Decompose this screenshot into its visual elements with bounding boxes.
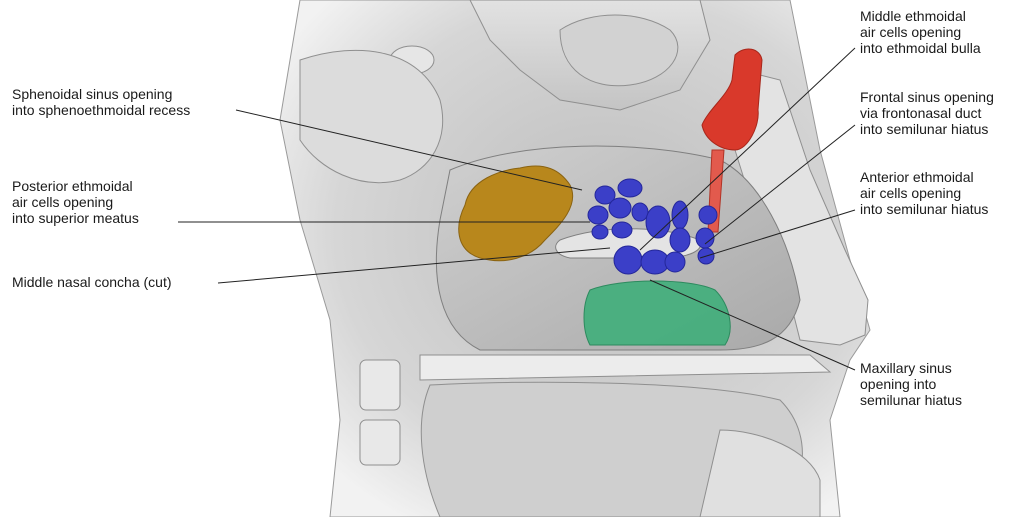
- vertebra-1: [360, 360, 400, 410]
- maxillary-sinus: [584, 281, 730, 345]
- label-sphenoidal-sinus: Sphenoidal sinus opening into sphenoethm…: [12, 86, 190, 118]
- label-anterior-ethmoidal: Anterior ethmoidal air cells opening int…: [860, 169, 988, 217]
- label-maxillary-sinus: Maxillary sinus opening into semilunar h…: [860, 360, 962, 408]
- label-frontal-sinus: Frontal sinus opening via frontonasal du…: [860, 89, 994, 137]
- label-middle-ethmoidal: Middle ethmoidal air cells opening into …: [860, 8, 981, 56]
- vertebra-2: [360, 420, 400, 465]
- label-middle-concha: Middle nasal concha (cut): [12, 274, 172, 290]
- label-posterior-ethmoidal: Posterior ethmoidal air cells opening in…: [12, 178, 139, 226]
